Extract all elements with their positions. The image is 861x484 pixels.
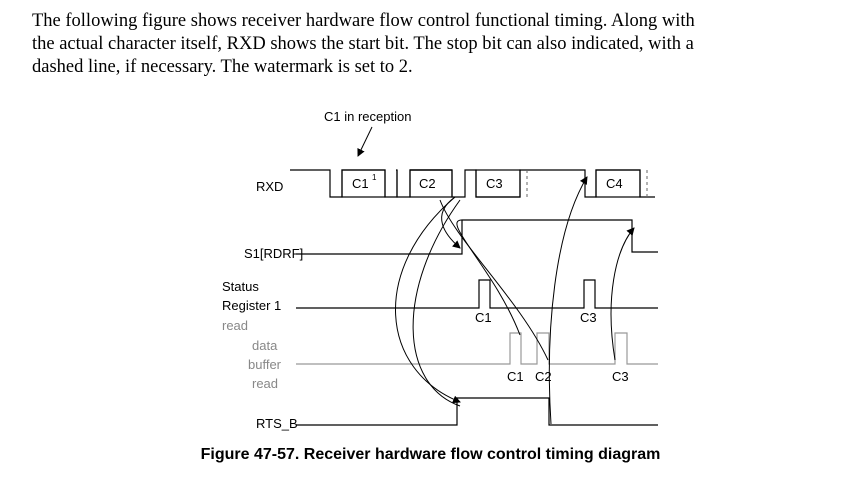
rxd-c4-box [595,169,641,198]
status-label-2: Register 1 [222,298,281,313]
intro-line-2: the actual character itself, RXD shows t… [32,34,694,54]
status-pulse-c3-label: C3 [580,310,597,325]
arrow-rxd-to-rts-low [395,196,461,404]
rts-label: RTS_B [256,416,298,431]
annotation-arrow [357,126,373,157]
status-label-1: Status [222,279,259,294]
intro-line-1: The following figure shows receiver hard… [32,11,695,31]
status-pulse-c1-label: C1 [475,310,492,325]
rdrf-label: S1[RDRF] [244,246,303,261]
rxd-label: RXD [256,179,283,194]
data-buffer-label-2: buffer [248,357,282,372]
rxd-c4-label: C4 [606,176,623,191]
status-label-3: read [222,318,248,333]
arrow-rts-to-rxd-c4 [548,176,588,425]
status-register-waveform [296,279,658,309]
data-pulse-c3-label: C3 [612,369,629,384]
arrow-rxd-to-rts-edge [412,199,461,407]
arrow-read-to-rdrf [456,219,521,336]
data-buffer-waveform [296,332,658,365]
rts-waveform [296,397,658,426]
rxd-c3-box [475,169,521,198]
rxd-c1-box [341,169,386,198]
rxd-c2-frame [409,169,453,198]
figure-caption: Figure 47-57. Receiver hardware flow con… [200,446,661,463]
intro-line-3: dashed line, if necessary. The watermark… [32,57,413,77]
data-buffer-label-1: data [252,338,278,353]
rxd-c2-label: C2 [419,176,436,191]
rxd-c1-superscript: 1 [372,173,377,182]
arrow-buffer-to-rdrf [610,227,635,361]
rxd-c3-label: C3 [486,176,503,191]
rdrf-waveform [296,219,658,255]
intro-paragraph: The following figure shows receiver hard… [32,10,832,79]
arrow-buffer-to-rxd [439,199,549,361]
data-pulse-c2-label: C2 [535,369,552,384]
annotation-c1-in-reception: C1 in reception [324,109,411,124]
rxd-c1-label: C1 [352,176,369,191]
data-buffer-label-3: read [252,376,278,391]
rxd-waveform [290,169,655,198]
data-pulse-c1-label: C1 [507,369,524,384]
